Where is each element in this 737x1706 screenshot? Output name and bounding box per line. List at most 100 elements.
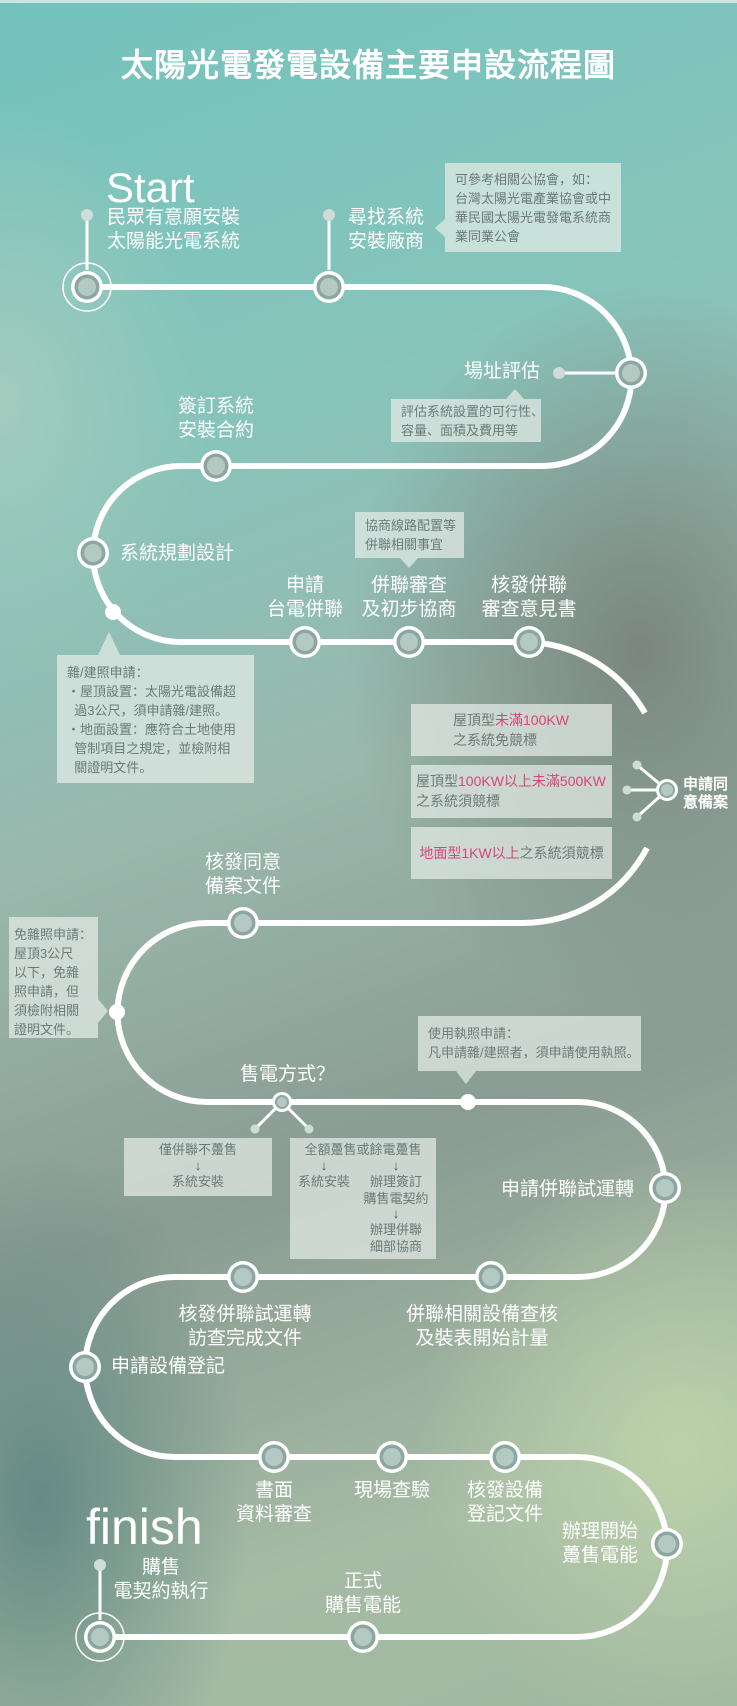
sell-right-column: ↓ 辦理簽訂 購售電契約 ↓ 辦理併聯 細部協商 [360,1159,432,1255]
option-result: 系統安裝 [171,1174,224,1189]
option-step: 購售電契約 [363,1191,429,1206]
line: 證明文件。 [14,1022,80,1037]
step-design: 系統規劃設計 [120,543,235,564]
branch-dot [622,785,632,795]
line: 核發同意 [204,852,281,873]
sale-option-sell: 全額躉售或餘電躉售 ↓ 系統安裝 ↓ 辦理簽訂 購售電契約 ↓ 辦理併聯 細部協… [290,1138,436,1259]
finish-outer-ring [75,1612,125,1662]
option-text: 之系統免競標 [453,732,537,748]
option-highlight: 100KW以上未滿500KW [458,773,606,789]
callout-permit: 雜/建照申請： ‧屋頂設置：太陽光電設備超 過3公尺，須申請雜/建照。 ‧地面設… [57,655,254,783]
callout-association: 可參考相關公協會，如： 台灣太陽光電產業協會或中 華民國太陽光電發電系統商 業同… [445,163,621,252]
callout-pointer [506,389,524,399]
line: 業同業公會 [455,229,521,244]
line: 審查意見書 [481,599,577,620]
line: 購售 [141,1557,180,1578]
option-text: 屋頂型 [453,712,495,728]
step-start-sale: 辦理開始 躉售電能 [555,1520,645,1568]
line: 雜/建照申請： [67,665,149,680]
option-result: 系統安裝 [297,1174,350,1189]
option-head: 全額躉售或餘電躉售 [304,1142,422,1157]
callout-negotiate: 協商線路配置等 併聯相關事宜 [355,512,464,558]
branch-node [272,1092,292,1112]
flow-node [313,271,345,303]
flow-node [489,1441,521,1473]
callout-pointer [98,632,120,655]
line: ‧屋頂設置：太陽光電設備超 [67,684,237,699]
option-step: 辦理簽訂 [369,1174,422,1189]
line: 安裝合約 [177,420,254,441]
option-highlight: 未滿100KW [495,712,569,728]
line: 管制項目之規定，並檢附相 [67,741,231,756]
step-apply-register: 申請設備登記 [111,1356,226,1377]
flow-node [200,450,232,482]
arrow-down-icon: ↓ [392,1158,400,1173]
line: 台灣太陽光電產業協會或中 [455,191,612,206]
sell-left-column: ↓ 系統安裝 [290,1159,358,1190]
flow-node [227,1261,259,1293]
line: 併聯審查 [370,575,447,596]
flow-node [615,357,647,389]
line: ‧地面設置：應符合土地使用 [67,722,237,737]
branch-dot [632,760,642,770]
step-start: 民眾有意願安裝 太陽能光電系統 [107,206,240,254]
step-consent-doc: 核發同意 備案文件 [193,851,293,899]
consent-option-3: 地面型1KW以上之系統須競標 [411,827,612,879]
line: 免雜照申請： [14,927,93,942]
step-apply-consent: 申請同 意備案 [683,776,728,812]
step-grid-review: 併聯審查 及初步協商 [354,574,464,622]
branch-dot [250,1124,260,1134]
line: 華民國太陽光電發電系統商 [455,210,612,225]
track-path-upper [87,284,648,715]
line: 購售電能 [324,1595,401,1616]
flow-node [347,1621,379,1653]
line: 評估系統設置的可行性、 [401,404,545,419]
line: 過3公尺，須申請雜/建照。 [67,703,229,718]
line: 可參考相關公協會，如： [455,172,599,187]
step-site-eval: 場址評估 [463,361,540,382]
line: 訪查完成文件 [187,1328,302,1349]
consent-option-1: 屋頂型未滿100KW 之系統免競標 [411,704,612,756]
flow-node [227,907,259,939]
option-step: 細部協商 [369,1239,422,1254]
line: 躉售電能 [561,1545,638,1566]
top-border [0,0,737,3]
line: 簽訂系統 [177,396,254,417]
line: 資料審查 [235,1504,312,1525]
line: 關證明文件。 [67,760,153,775]
track-dot [105,604,121,620]
line: 以下，免雜 [14,965,80,980]
option-text: 屋頂型 [416,773,458,789]
flow-node [71,271,103,303]
line: 核發併聯 [490,575,567,596]
flow-node [513,626,545,658]
step-paper-review: 書面 資料審查 [224,1479,324,1527]
step-grid-opinion: 核發併聯 審查意見書 [469,574,589,622]
step-finish: 購售 電契約執行 [106,1556,216,1604]
stem-dot [323,209,335,221]
line: 照申請，但 [14,984,80,999]
flow-node [475,1261,507,1293]
line: 屋頂3公尺 [14,946,74,961]
line: 台電併聯 [266,599,343,620]
option-text: 之系統須競標 [416,793,500,809]
step-equip-check: 併聯相關設備查核 及裝表開始計量 [392,1303,572,1351]
option-highlight: 地面型1KW以上 [419,845,520,861]
arrow-down-icon: ↓ [392,1206,400,1221]
arrow-down-icon: ↓ [194,1158,202,1173]
line: 意備案 [683,794,729,811]
line: 核發併聯試運轉 [178,1304,312,1325]
line: 容量、面積及費用等 [401,423,519,438]
flow-node [651,1528,683,1560]
line: 尋找系統 [348,207,425,228]
flow-node [376,1441,408,1473]
stem-dot [553,367,565,379]
option-step: 辦理併聯 [369,1222,422,1237]
line: 申請同 [683,776,729,793]
line: 凡申請雜/建照者，須申請使用執照。 [428,1045,640,1060]
line: 核發設備 [466,1480,543,1501]
callout-use-license: 使用執照申請： 凡申請雜/建照者，須申請使用執照。 [418,1016,641,1071]
callout-pointer [435,219,445,237]
line: 正式 [343,1571,382,1592]
